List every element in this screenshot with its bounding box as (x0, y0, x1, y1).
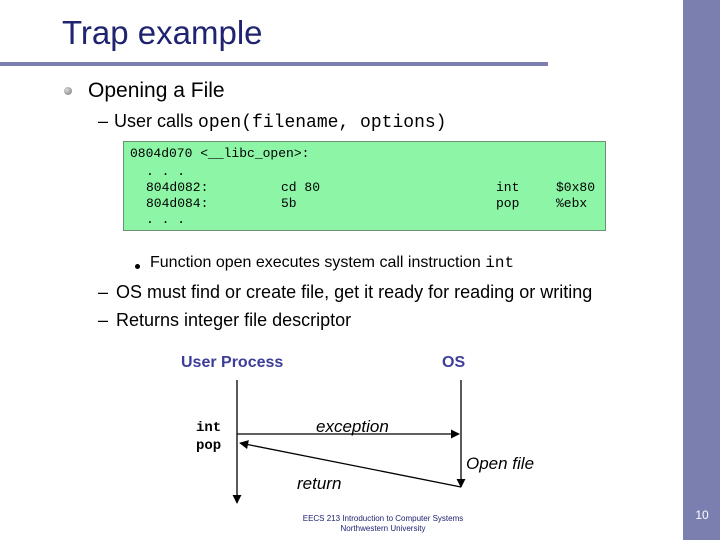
code-ellipsis-top: . . . (146, 164, 186, 179)
code-row2-bytes: 5b (281, 196, 297, 211)
slide-title: Trap example (62, 14, 263, 51)
bullet-function-open: Function open executes system call instr… (150, 254, 514, 272)
code-row2-op: pop (496, 196, 520, 211)
bullet-dot-icon (135, 264, 140, 269)
os-label: OS (442, 354, 466, 371)
code-row1-op: int (496, 180, 520, 195)
int-instruction-code: int (485, 254, 515, 272)
title-underline (0, 62, 548, 66)
footer-line1: EECS 213 Introduction to Computer System… (302, 514, 464, 523)
footer: EECS 213 Introduction to Computer System… (238, 514, 528, 534)
sub-bullet-text: User calls (114, 111, 199, 131)
open-call-code: open(filename, options) (198, 113, 447, 133)
diagram-int-code: int (196, 420, 222, 436)
sub-bullet-returns: –Returns integer file descriptor (98, 310, 351, 331)
sub-bullet-text: Returns integer file descriptor (116, 310, 352, 330)
diagram-pop-code: pop (196, 438, 222, 454)
footer-line2: Northwestern University (340, 524, 426, 533)
side-bar (683, 0, 720, 540)
exception-label: exception (316, 417, 389, 436)
bullet-opening-file: Opening a File (88, 79, 225, 102)
open-file-label: Open file (466, 454, 535, 473)
dash-marker: – (98, 111, 109, 131)
dash-marker: – (98, 282, 109, 302)
bullet-function-open-text: Function open executes system call instr… (150, 254, 486, 271)
return-label: return (297, 474, 342, 493)
code-row2-addr: 804d084: (146, 196, 209, 211)
bullet-icon (64, 87, 72, 95)
sub-bullet-os-file: –OS must find or create file, get it rea… (98, 282, 592, 303)
code-row1-arg: $0x80 (556, 180, 596, 195)
return-arrow (239, 440, 462, 488)
sub-bullet-text: OS must find or create file, get it read… (116, 282, 593, 302)
code-row1-bytes: cd 80 (281, 180, 321, 195)
sub-bullet-user-calls: –User calls open(filename, options) (98, 111, 446, 133)
dash-marker: – (98, 310, 109, 330)
user-process-label: User Process (181, 354, 284, 371)
code-row1-addr: 804d082: (146, 180, 209, 195)
code-header: 0804d070 <__libc_open>: (130, 146, 310, 161)
page-number: 10 (695, 508, 709, 522)
code-ellipsis-bottom: . . . (146, 212, 186, 227)
code-row2-arg: %ebx (556, 196, 588, 211)
assembly-code-box: 0804d070 <__libc_open>: . . . 804d082: c… (123, 141, 606, 231)
